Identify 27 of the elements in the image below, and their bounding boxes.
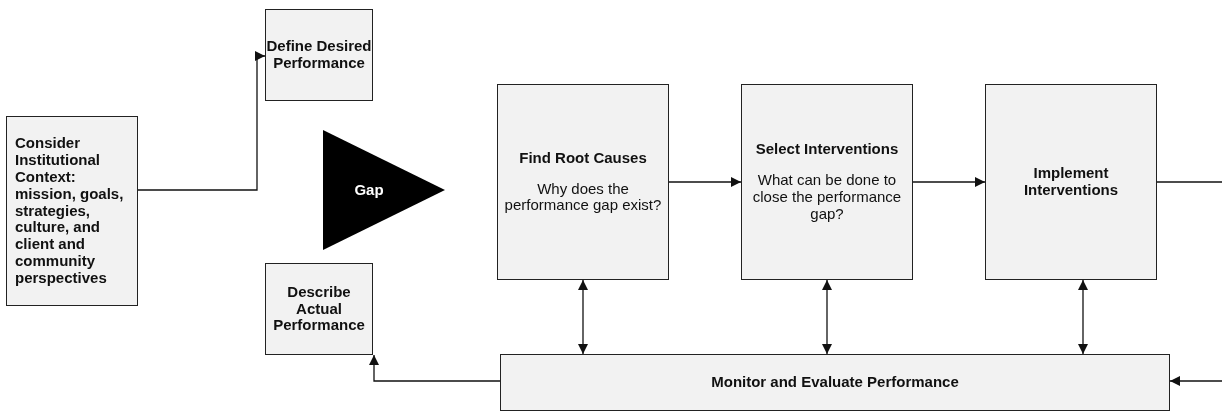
box-title: Define Desired Performance [266,38,372,72]
arrow [1169,376,1222,386]
process-box [265,9,373,101]
process-box [985,84,1157,280]
box-title: Monitor and Evaluate Performance [711,374,959,391]
box-title: Select Interventions [755,141,899,159]
box-title: Find Root Causes [519,149,647,167]
box-title: Describe Actual Performance [272,283,366,335]
box-title: Consider Institutional Context: mission, goals, strategies, culture, and client and community perspectives [15,135,125,287]
box-title: Implement Interventions [1022,165,1120,199]
box-title: Gap [354,181,384,199]
process-box [265,263,373,355]
process-box [497,84,669,280]
arrow [137,51,266,191]
arrow [1078,279,1088,355]
gap-triangle [323,130,445,250]
arrow [369,354,501,382]
arrow [668,177,742,187]
arrow [578,279,588,355]
box-question: Why does the performance gap exist? [503,180,663,215]
process-box [500,354,1170,411]
process-box [741,84,913,280]
box-question: What can be done to close the performance gap? [751,172,903,223]
connector-line [1156,181,1222,183]
arrow [912,177,986,187]
process-box [6,116,138,306]
arrow [822,279,832,355]
